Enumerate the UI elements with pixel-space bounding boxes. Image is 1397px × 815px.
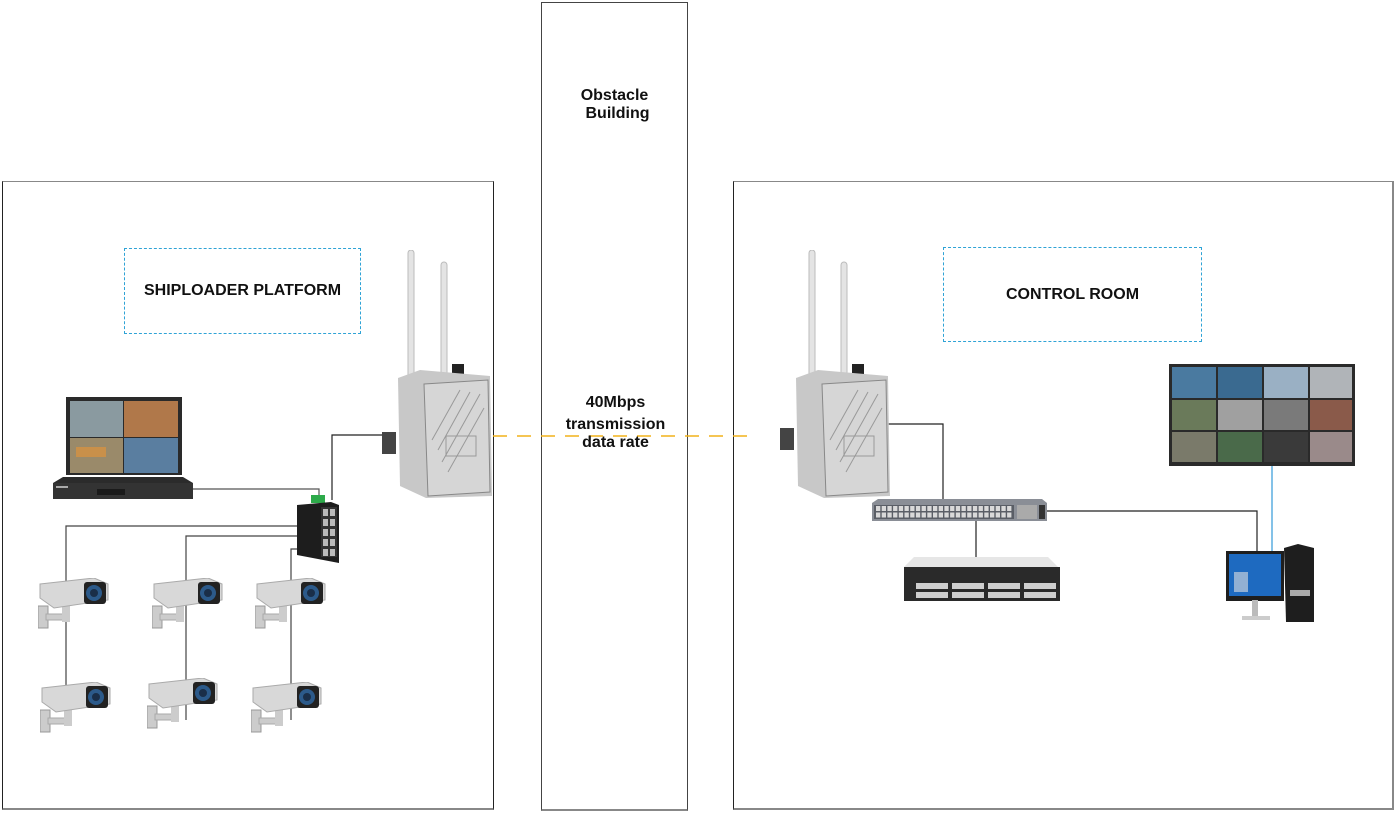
switch-port (898, 512, 904, 518)
switch-port (978, 512, 983, 518)
industrial-switch-icon (297, 495, 339, 563)
ip-camera-icon (251, 682, 322, 733)
switch-port (893, 506, 898, 511)
switch-port (944, 506, 949, 511)
switch-port (972, 506, 978, 511)
switch-port (967, 512, 972, 518)
ip-camera-icon (255, 578, 326, 629)
switch-port (881, 506, 886, 511)
shiploader-platform-label: SHIPLOADER PLATFORM (124, 248, 361, 334)
switch-port (927, 512, 932, 518)
ip-camera-icon (40, 682, 111, 733)
control-room-zone (733, 181, 1394, 810)
obstacle-building-zone (541, 2, 688, 811)
switch-port (1001, 506, 1006, 511)
link-rate: 40Mbps (585, 394, 646, 411)
switch-port (893, 512, 898, 518)
control-room-title: CONTROL ROOM (1005, 285, 1140, 303)
switch-port (904, 506, 909, 511)
wireless-bridge-right-icon (780, 250, 890, 498)
wire-bridge-switch-left (331, 434, 383, 500)
switch-port (938, 506, 943, 511)
switch-port (955, 512, 961, 518)
switch-port (978, 506, 983, 511)
switch-port (881, 512, 886, 518)
switch-port (910, 506, 915, 511)
switch-port (876, 512, 881, 518)
ip-camera-icon (147, 678, 218, 729)
nvr-monitor-icon (66, 397, 182, 475)
switch-port (910, 512, 915, 518)
wireless-bridge-left-icon (382, 250, 492, 498)
rack-server-icon (904, 557, 1060, 601)
shiploader-zone (2, 181, 494, 810)
switch-port (876, 506, 881, 511)
rack-switch-icon (872, 499, 1047, 521)
switch-port (1007, 512, 1012, 518)
switch-port (950, 512, 955, 518)
control-room-label: CONTROL ROOM (943, 247, 1202, 342)
switch-port (921, 506, 926, 511)
desktop-workstation-icon (1226, 544, 1314, 622)
switch-port (995, 512, 1000, 518)
wire-bridge-switch-right (884, 423, 944, 501)
obstacle-line1: Obstacle (580, 87, 649, 104)
ip-camera-icon (38, 578, 109, 629)
switch-port (915, 506, 921, 511)
switch-port (961, 506, 966, 511)
link-rate-label: 40Mbps transmission data rate (548, 394, 683, 452)
switch-port (972, 512, 978, 518)
shiploader-platform-title: SHIPLOADER PLATFORM (143, 282, 342, 299)
switch-port (927, 506, 932, 511)
link-line3: data rate (582, 434, 649, 451)
switch-port (921, 512, 926, 518)
switch-port (1001, 512, 1006, 518)
switch-port (984, 506, 989, 511)
switch-port (898, 506, 904, 511)
obstacle-building-label: Obstacle Building (541, 87, 688, 123)
switch-port (887, 506, 892, 511)
switch-port (944, 512, 949, 518)
wire-camera-col1 (65, 525, 302, 720)
link-line2: transmission (565, 416, 666, 433)
switch-port (933, 512, 938, 518)
switch-port (950, 506, 955, 511)
switch-port (961, 512, 966, 518)
wire-switch-pc (1044, 510, 1258, 552)
switch-port (938, 512, 943, 518)
switch-port (990, 506, 995, 511)
wire-camera-col2 (185, 535, 302, 720)
nvr-recorder-icon (53, 477, 193, 499)
switch-port (915, 512, 921, 518)
video-wall-monitor-icon (1169, 364, 1355, 466)
switch-port (887, 512, 892, 518)
switch-port (904, 512, 909, 518)
switch-port (990, 512, 995, 518)
switch-port (1007, 506, 1012, 511)
switch-port (967, 506, 972, 511)
switch-port (955, 506, 961, 511)
switch-port (995, 506, 1000, 511)
switch-port (933, 506, 938, 511)
switch-port (984, 512, 989, 518)
obstacle-line2: Building (585, 105, 650, 122)
ip-camera-icon (152, 578, 223, 629)
